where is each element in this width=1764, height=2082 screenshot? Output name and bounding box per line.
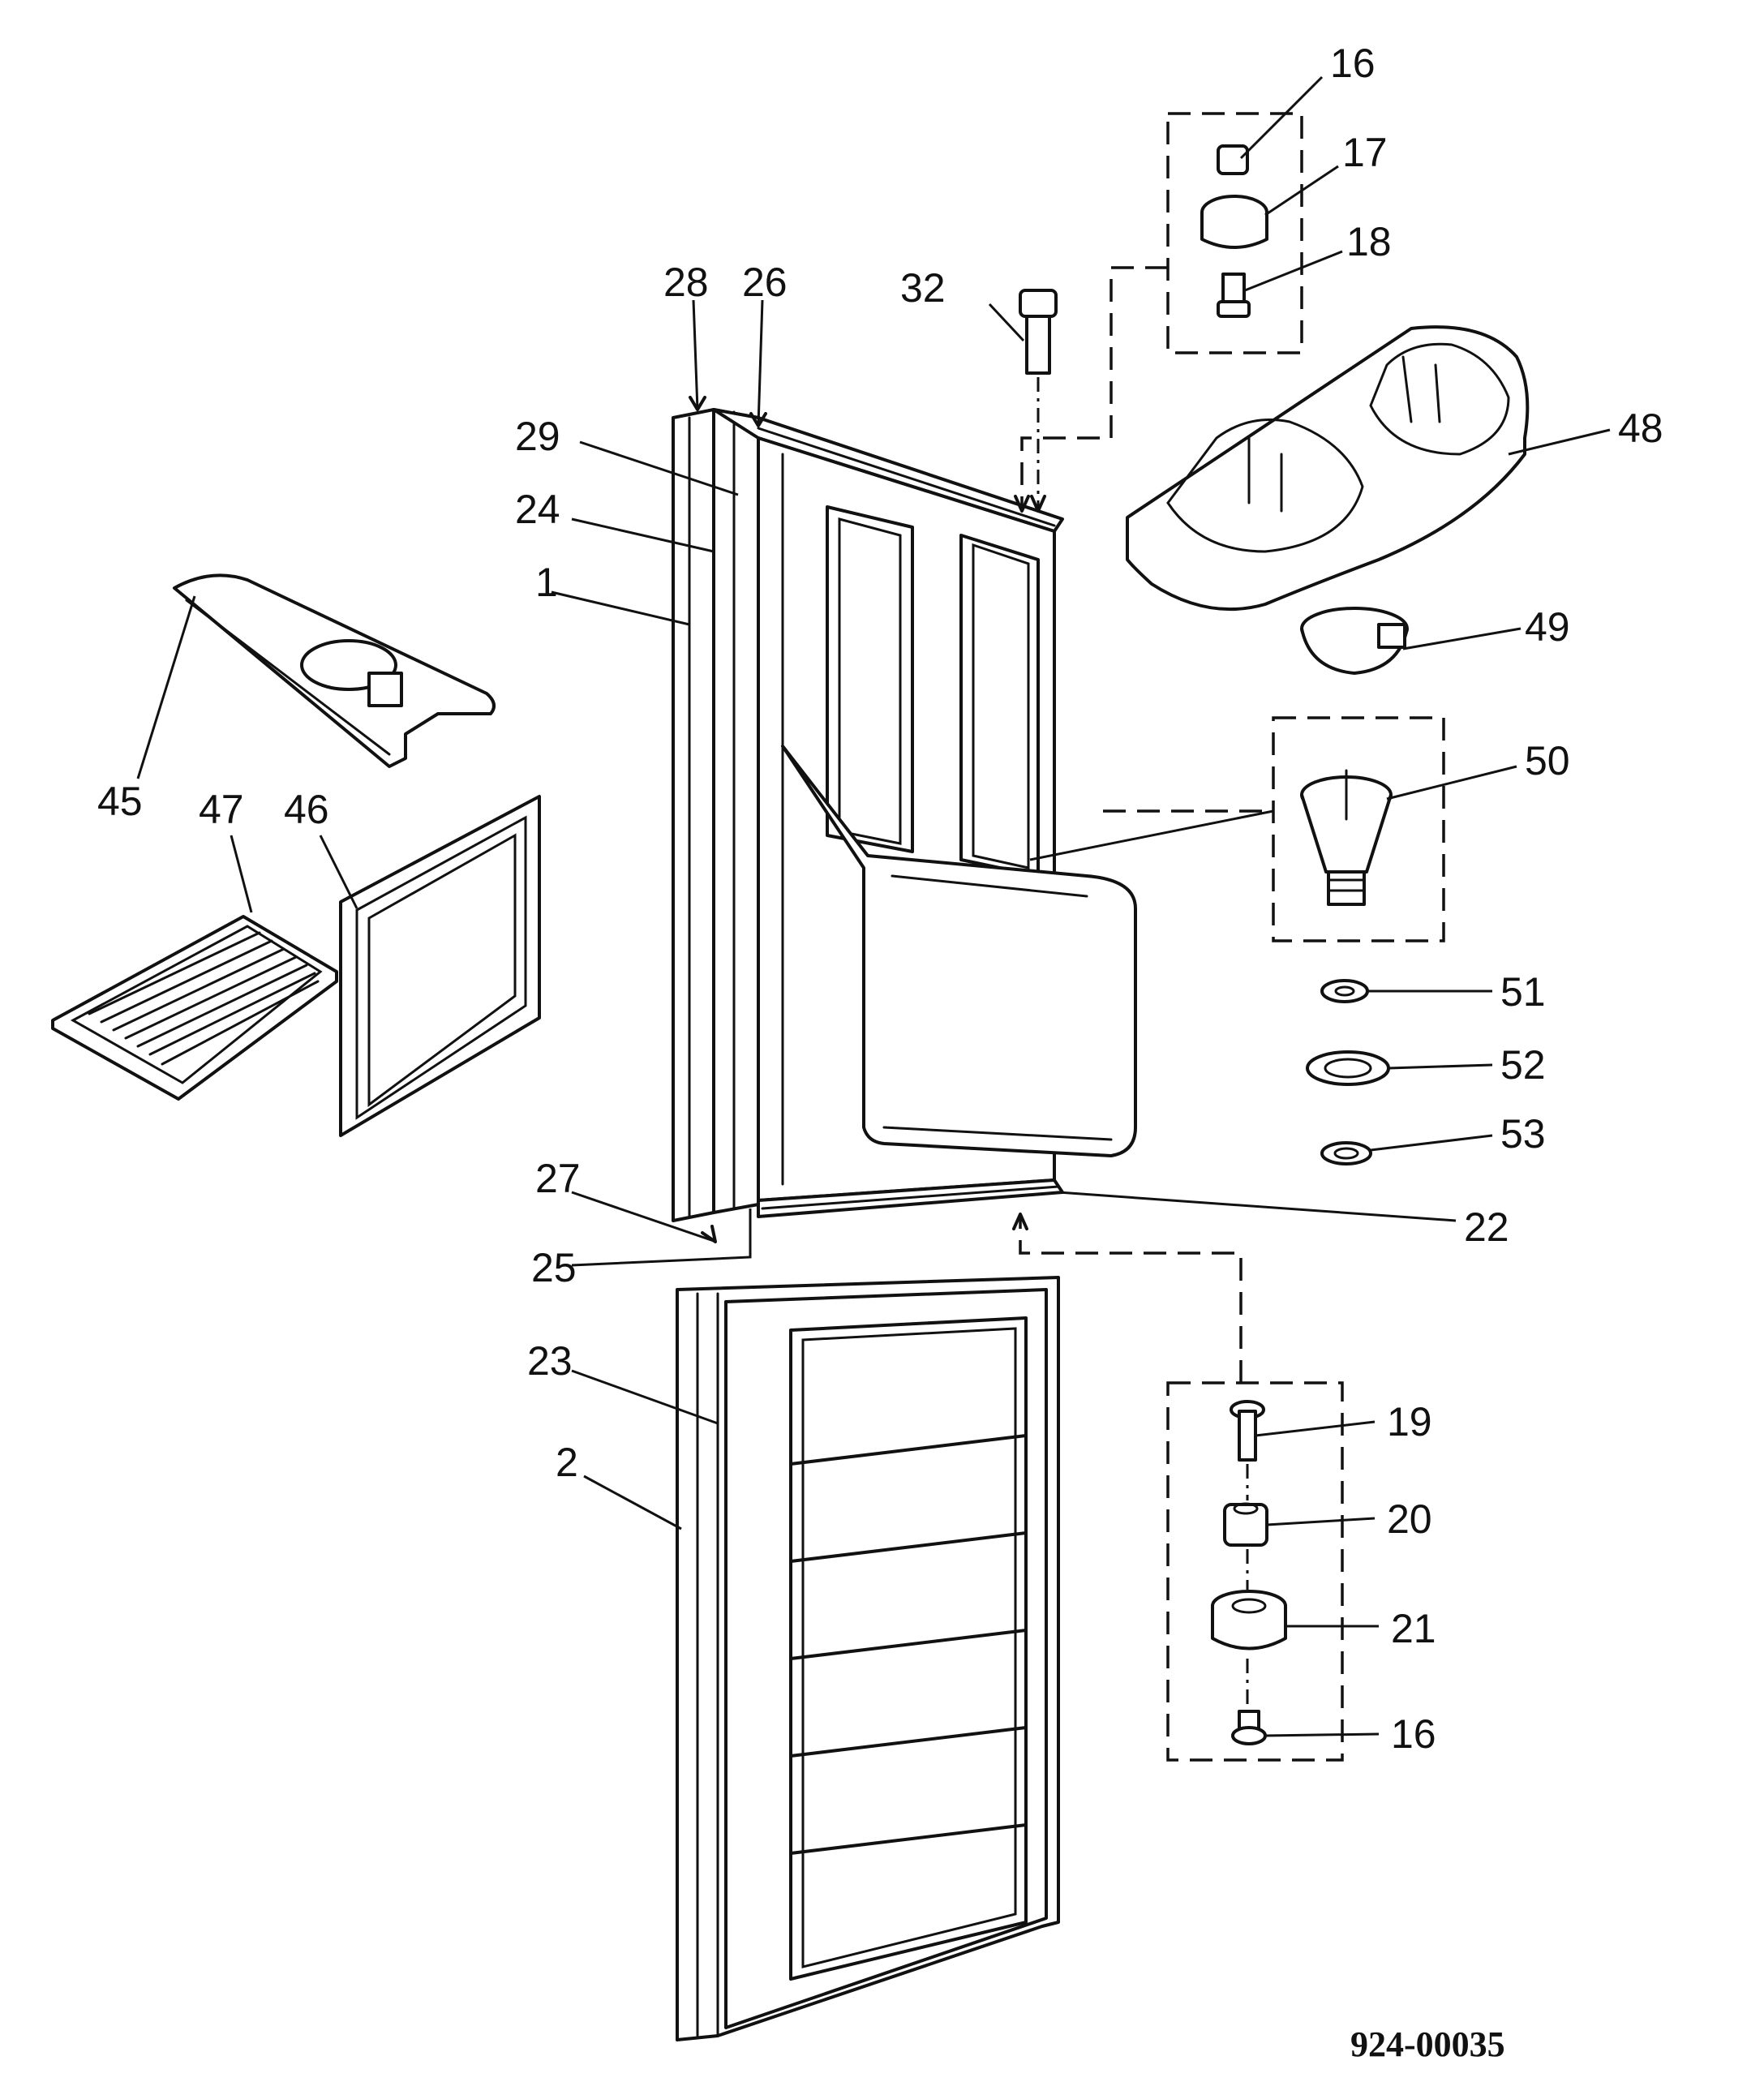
callout-52: 52	[1500, 1042, 1546, 1088]
callout-16a: 16	[1330, 41, 1376, 86]
callout-45: 45	[97, 779, 143, 824]
part-32	[1019, 289, 1058, 513]
callouts: 16 17 18 32 28 26 29 24 1 48 49 50 45 47…	[97, 41, 1663, 2064]
callout-1: 1	[535, 560, 558, 605]
upper-door	[672, 408, 1137, 1222]
lower-hinge-kit	[1012, 1213, 1344, 1762]
part-52	[1306, 1050, 1390, 1086]
callout-32: 32	[900, 265, 946, 311]
part-47	[51, 915, 338, 1101]
callout-23: 23	[527, 1338, 573, 1384]
callout-28: 28	[663, 260, 709, 305]
callout-51: 51	[1500, 969, 1546, 1015]
callout-16b: 16	[1391, 1711, 1436, 1757]
callout-24: 24	[515, 487, 560, 532]
upper-hinge-kit	[1014, 112, 1303, 513]
callout-27: 27	[535, 1156, 581, 1201]
lamp-connector	[1103, 716, 1445, 942]
callout-47: 47	[199, 787, 244, 832]
callout-49: 49	[1525, 604, 1570, 650]
callout-17: 17	[1342, 130, 1388, 175]
part-48	[1126, 325, 1530, 612]
callout-46: 46	[284, 787, 329, 832]
part-49	[1300, 607, 1409, 675]
callout-50: 50	[1525, 738, 1570, 783]
part-50	[1300, 769, 1393, 906]
callout-29: 29	[515, 414, 560, 459]
drawing-code: 924-00035	[1350, 2024, 1505, 2064]
callout-18: 18	[1346, 219, 1392, 264]
callout-26: 26	[742, 260, 788, 305]
callout-21: 21	[1391, 1606, 1436, 1651]
callout-20: 20	[1387, 1496, 1432, 1542]
callout-48: 48	[1618, 406, 1663, 451]
callout-53: 53	[1500, 1111, 1546, 1157]
lower-door	[676, 1276, 1060, 2041]
part-53	[1320, 1141, 1372, 1165]
part-46	[339, 795, 541, 1137]
callout-25: 25	[531, 1245, 577, 1290]
callout-22: 22	[1464, 1204, 1509, 1250]
part-51	[1320, 979, 1369, 1003]
part-45	[173, 573, 496, 768]
callout-19: 19	[1387, 1399, 1432, 1445]
callout-2: 2	[556, 1440, 578, 1485]
leader-lines	[136, 75, 1611, 1737]
